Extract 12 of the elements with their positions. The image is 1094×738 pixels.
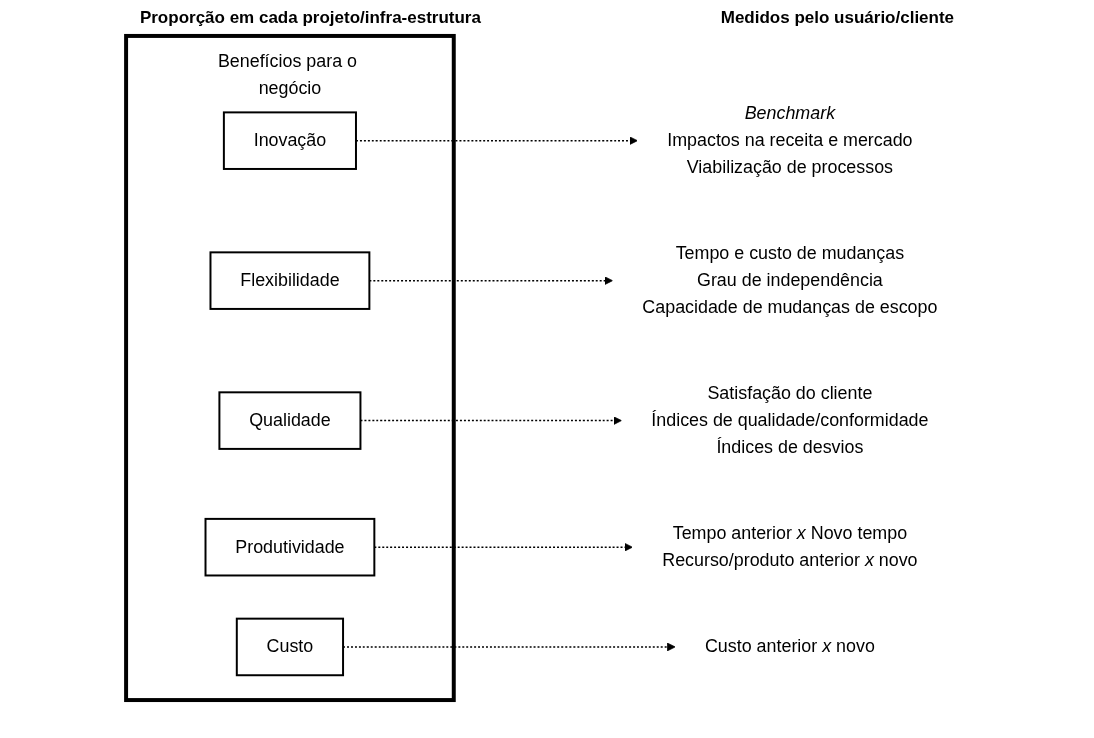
node-box: Qualidade <box>218 391 362 450</box>
node-text: Tempo anterior x Novo tempo Recurso/produto anterior x novo <box>662 523 918 571</box>
node-box: Custo <box>236 617 345 677</box>
node-box: Flexibilidade <box>209 251 371 310</box>
node-text: Benchmark Impactos na receita e mercado Viabilização de processos <box>667 103 913 177</box>
node-text: Custo anterior x novo <box>705 636 876 657</box>
node-box: Produtividade <box>204 517 376 577</box>
column-heading: Proporção em cada projeto/infra-estrutura <box>139 8 481 28</box>
column-heading: Medidos pelo usuário/cliente <box>720 8 955 28</box>
node-text: Tempo e custo de mudanças Grau de independência Capacidade de mudanças de escopo <box>642 243 938 317</box>
node-box: Inovação <box>223 111 358 170</box>
node-text: Satisfação do cliente Índices de qualidade/conformidade Índices de desvios <box>651 383 929 457</box>
